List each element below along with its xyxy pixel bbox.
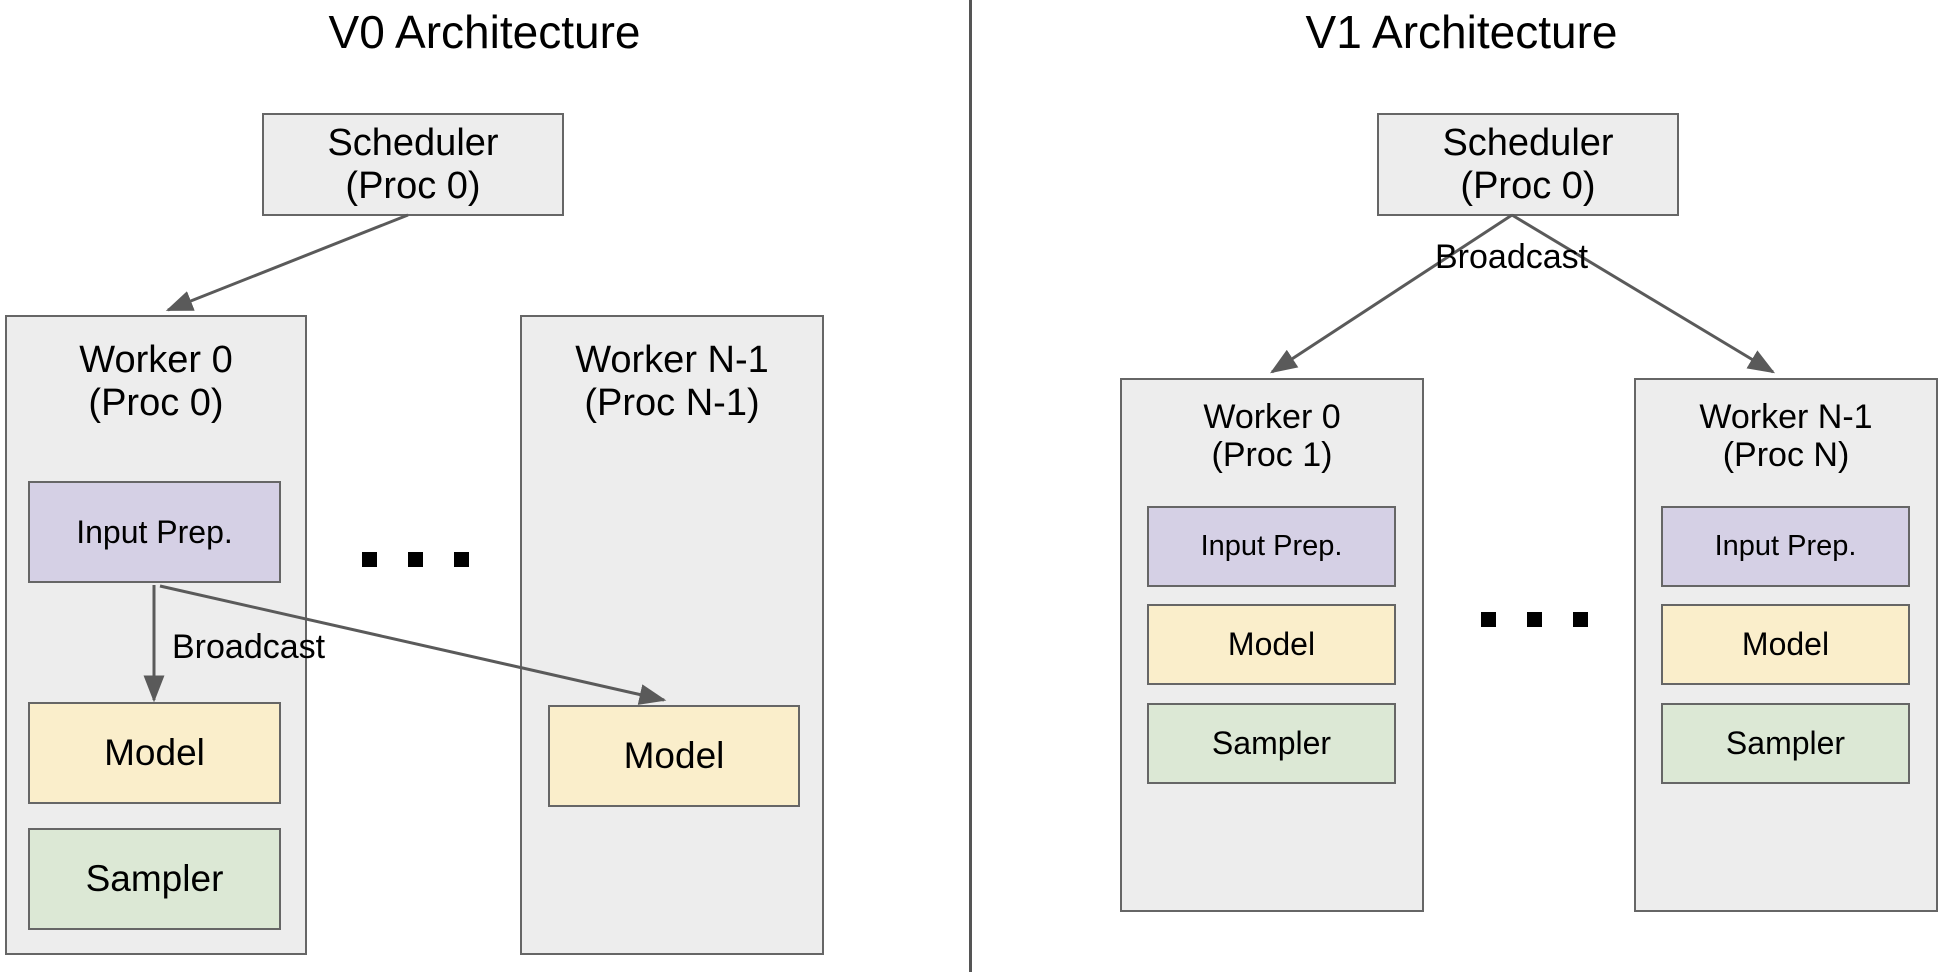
v0-ellipsis-dot-3 xyxy=(454,552,469,567)
v0-worker-0-input-prep[interactable]: Input Prep. xyxy=(28,481,281,583)
v1-worker-n-title-line2: (Proc N) xyxy=(1722,436,1850,475)
v1-worker-n-title-line1: Worker N-1 xyxy=(1699,398,1873,436)
v0-scheduler-box[interactable]: Scheduler (Proc 0) xyxy=(262,113,564,216)
v1-worker-0-title-line1: Worker 0 xyxy=(1203,398,1341,436)
v0-ellipsis-dot-1 xyxy=(362,552,377,567)
v1-ellipsis-dots xyxy=(1481,612,1588,627)
v0-ellipsis-dots xyxy=(362,552,469,567)
v1-ellipsis-dot-1 xyxy=(1481,612,1496,627)
v0-worker-0-model[interactable]: Model xyxy=(28,702,281,804)
v0-worker-n-title-line2: (Proc N-1) xyxy=(584,381,760,424)
v1-scheduler-label-line1: Scheduler xyxy=(1442,121,1614,164)
v0-ellipsis-dot-2 xyxy=(408,552,423,567)
v0-worker-n-title: Worker N-1 (Proc N-1) xyxy=(522,339,822,424)
v1-worker-n-sampler[interactable]: Sampler xyxy=(1661,703,1910,784)
v1-worker-0-model[interactable]: Model xyxy=(1147,604,1396,685)
v0-broadcast-edge-label: Broadcast xyxy=(172,628,326,666)
v1-worker-n-model[interactable]: Model xyxy=(1661,604,1910,685)
v0-worker-0-title-line2: (Proc 0) xyxy=(88,381,224,424)
v0-worker-n-title-line1: Worker N-1 xyxy=(575,339,769,381)
v0-worker-0-title-line1: Worker 0 xyxy=(79,339,233,381)
v1-panel-title: V1 Architecture xyxy=(1305,6,1618,58)
v1-ellipsis-dot-3 xyxy=(1573,612,1588,627)
v0-worker-0-title: Worker 0 (Proc 0) xyxy=(7,339,305,424)
v0-scheduler-label-line1: Scheduler xyxy=(327,121,499,164)
v1-worker-0-title: Worker 0 (Proc 1) xyxy=(1122,398,1422,474)
panel-divider xyxy=(969,0,972,972)
v0-worker-n-container[interactable]: Worker N-1 (Proc N-1) xyxy=(520,315,824,955)
v1-worker-n-input-prep[interactable]: Input Prep. xyxy=(1661,506,1910,587)
v1-broadcast-edge-label: Broadcast xyxy=(1435,238,1589,276)
v1-scheduler-label-line2: (Proc 0) xyxy=(1460,164,1596,207)
v0-panel-title: V0 Architecture xyxy=(328,6,641,58)
v1-worker-0-title-line2: (Proc 1) xyxy=(1211,436,1333,475)
v0-worker-n-model[interactable]: Model xyxy=(548,705,800,807)
v0-edge-scheduler-to-worker0 xyxy=(165,213,409,312)
v0-scheduler-label-line2: (Proc 0) xyxy=(345,164,481,207)
v1-scheduler-box[interactable]: Scheduler (Proc 0) xyxy=(1377,113,1679,216)
v1-ellipsis-dot-2 xyxy=(1527,612,1542,627)
v1-worker-0-sampler[interactable]: Sampler xyxy=(1147,703,1396,784)
v1-worker-0-input-prep[interactable]: Input Prep. xyxy=(1147,506,1396,587)
v0-worker-0-sampler[interactable]: Sampler xyxy=(28,828,281,930)
v1-worker-n-title: Worker N-1 (Proc N) xyxy=(1636,398,1936,474)
